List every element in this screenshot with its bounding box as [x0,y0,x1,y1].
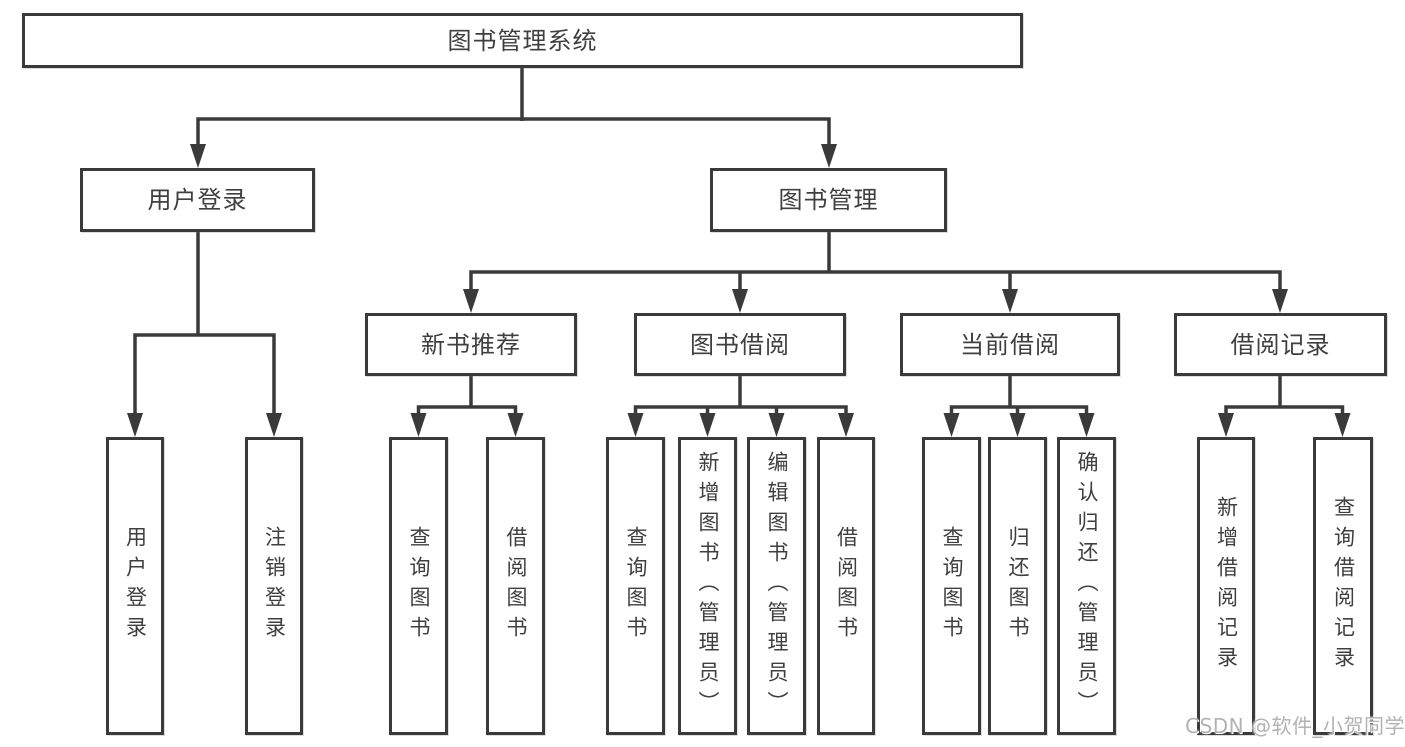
node-label: 查询图书 [940,526,964,646]
tree-connector-lines [133,68,1345,416]
tree-connector-arrowheads [127,144,1351,437]
leaf-add-book-admin: 新增图书（管理员） [678,437,737,735]
node-label: 编辑图书（管理员） [765,451,789,721]
leaf-query-books-1: 查询图书 [389,437,448,735]
node-label: 注销登录 [262,526,287,646]
leaf-borrow-books-1: 借阅图书 [486,437,545,735]
node-current-borrow: 当前借阅 [900,313,1120,376]
node-new-book-recommend: 新书推荐 [365,313,577,376]
node-label: 归还图书 [1006,526,1030,646]
node-label: 查询图书 [624,526,648,646]
leaf-query-books-2: 查询图书 [606,437,665,735]
node-label: 用户登录 [123,526,148,646]
csdn-watermark: CSDN @软件_小贺同学 [1185,714,1405,738]
node-label: 新书推荐 [421,330,521,359]
node-label: 查询借阅记录 [1331,496,1356,676]
node-root-system: 图书管理系统 [22,13,1023,68]
node-label: 图书管理系统 [447,26,598,55]
node-user-login-branch: 用户登录 [80,168,315,232]
leaf-confirm-return-admin: 确认归还（管理员） [1057,437,1116,735]
node-label: 当前借阅 [960,330,1060,359]
leaf-edit-book-admin: 编辑图书（管理员） [747,437,806,735]
node-label: 借阅记录 [1230,330,1331,359]
leaf-return-book: 归还图书 [988,437,1047,735]
node-borrow-records: 借阅记录 [1174,313,1387,376]
node-label: 借阅图书 [834,526,859,646]
node-label: 图书借阅 [690,330,790,359]
node-label: 确认归还（管理员） [1075,451,1099,721]
node-book-borrow: 图书借阅 [634,313,846,376]
leaf-borrow-books-2: 借阅图书 [817,437,875,735]
leaf-query-books-3: 查询图书 [922,437,981,735]
node-label: 新增图书（管理员） [696,451,720,721]
leaf-logout: 注销登录 [245,437,303,735]
leaf-query-borrow-record: 查询借阅记录 [1313,437,1373,735]
node-label: 新增借阅记录 [1214,496,1239,676]
leaf-add-borrow-record: 新增借阅记录 [1197,437,1255,735]
node-label: 图书管理 [778,186,879,214]
node-label: 用户登录 [147,186,248,214]
node-label: 借阅图书 [504,526,528,646]
node-label: 查询图书 [407,526,431,646]
node-book-management: 图书管理 [710,168,947,232]
leaf-user-login: 用户登录 [106,437,164,735]
